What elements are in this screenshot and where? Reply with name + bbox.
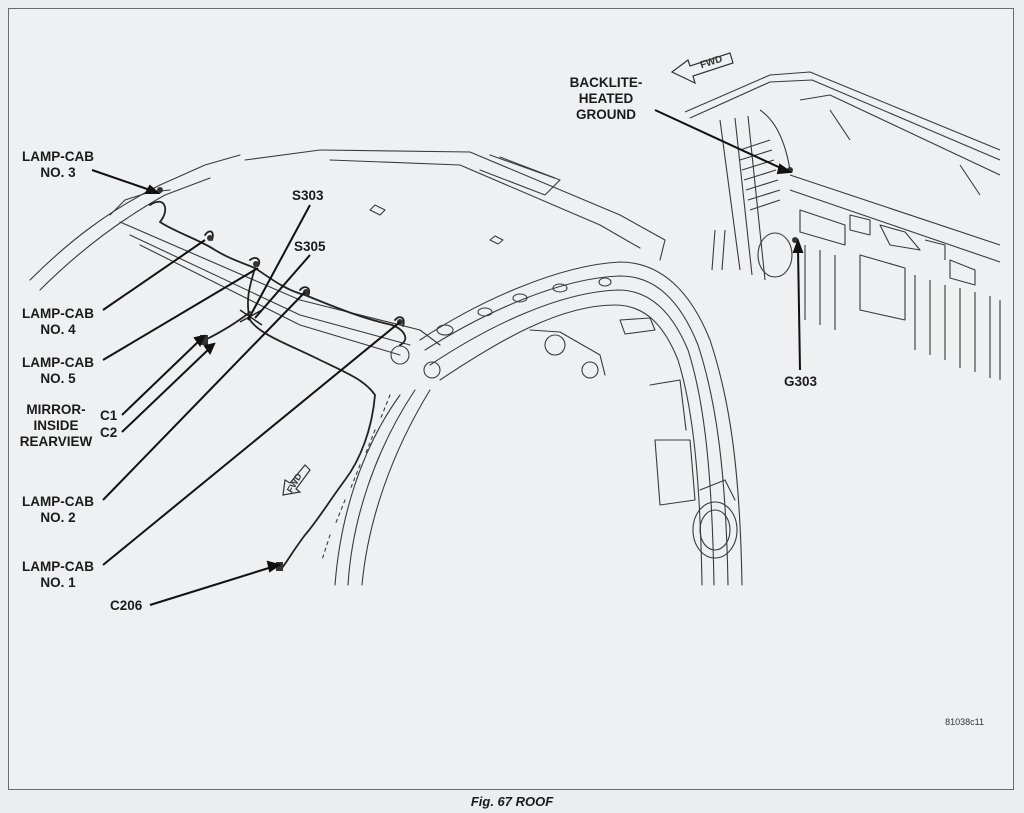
label-line: LAMP-CAB (22, 559, 94, 574)
label-c206: C206 (110, 598, 143, 613)
b-pillar-arch (419, 261, 743, 586)
label-g303: G303 (784, 374, 818, 389)
backlite-frame (684, 71, 1001, 151)
label-line: NO. 5 (40, 371, 76, 386)
label-line: GROUND (576, 107, 636, 122)
diagram-frame (8, 8, 1014, 790)
leader-g303 (797, 247, 801, 371)
label-c2: C2 (100, 425, 118, 440)
label-line: NO. 4 (40, 322, 76, 337)
leader-c206 (149, 566, 273, 606)
leader-c1 (121, 339, 201, 416)
label-line: BACKLITE- (569, 75, 643, 90)
leader-lamp-cab-4 (102, 239, 206, 311)
label-line: REARVIEW (19, 434, 93, 449)
label-mirror-inside-rearview: MIRROR- INSIDE REARVIEW (14, 402, 98, 450)
label-line: LAMP-CAB (22, 355, 94, 370)
label-backlite-heated-ground: BACKLITE- HEATED GROUND (562, 75, 650, 123)
fwd-arrow-side (282, 464, 311, 496)
label-line: NO. 3 (40, 165, 76, 180)
label-lamp-cab-3: LAMP-CAB NO. 3 (18, 149, 98, 181)
leader-lamp-cab-5 (102, 267, 259, 361)
label-line: NO. 2 (40, 510, 76, 525)
label-line: INSIDE (33, 418, 79, 433)
label-lamp-cab-2: LAMP-CAB NO. 2 (18, 494, 98, 526)
figure-caption: Fig. 67 ROOF (470, 794, 554, 809)
label-c1: C1 (100, 408, 118, 423)
label-line: MIRROR- (26, 402, 86, 417)
roof-harness (149, 200, 407, 346)
label-lamp-cab-4: LAMP-CAB NO. 4 (18, 306, 98, 338)
figure-code: 81038c11 (945, 717, 984, 727)
label-line: LAMP-CAB (22, 494, 94, 509)
fwd-arrow-top (670, 52, 734, 85)
label-lamp-cab-5: LAMP-CAB NO. 5 (18, 355, 98, 387)
label-line: LAMP-CAB (22, 306, 94, 321)
leader-c2 (121, 347, 211, 433)
label-line: HEATED (578, 91, 634, 106)
leader-backlite-ground (654, 109, 786, 171)
leader-lamp-cab-2 (102, 291, 306, 501)
leader-s305 (254, 254, 311, 319)
front-header-outline (29, 154, 241, 281)
leader-s303 (247, 204, 311, 321)
label-s305: S305 (294, 239, 326, 254)
label-s303: S303 (292, 188, 324, 203)
label-lamp-cab-1: LAMP-CAB NO. 1 (18, 559, 98, 591)
label-line: NO. 1 (40, 575, 76, 590)
label-line: LAMP-CAB (22, 149, 94, 164)
roof-panel-outline (319, 149, 666, 261)
leader-lamp-cab-1 (102, 321, 401, 566)
leader-lamp-cab-3 (91, 169, 151, 191)
